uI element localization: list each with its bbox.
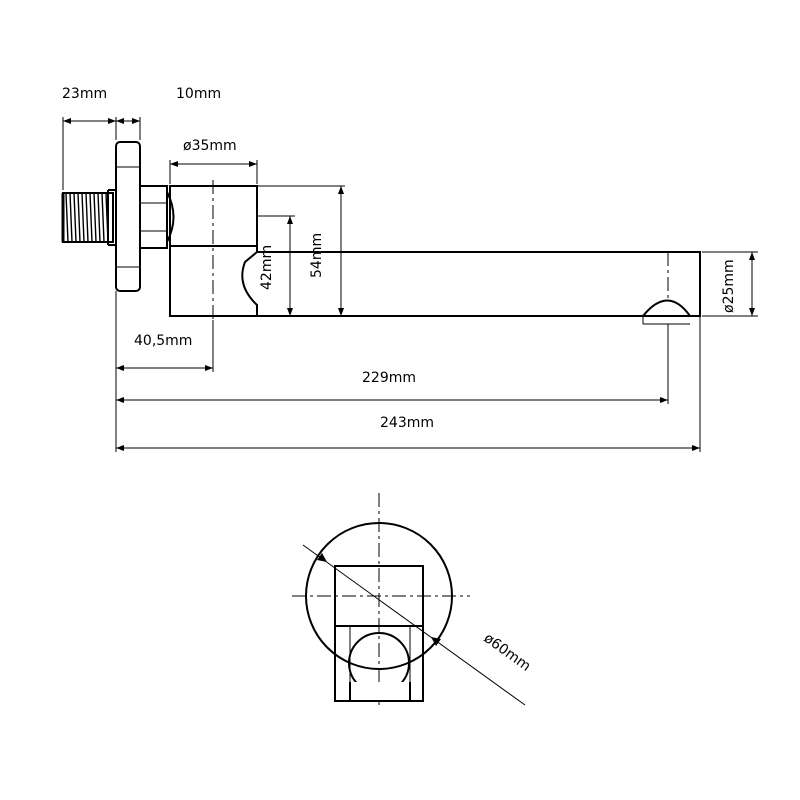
side-view: 23mm 10mm ø35mm 42mm 54mm	[61, 86, 758, 452]
body-height-label: 54mm	[309, 233, 325, 278]
spout-height-label: 42mm	[259, 245, 275, 290]
wall-flange	[115, 141, 141, 292]
flange-diameter-label: ø60mm	[481, 630, 534, 674]
dimension-body-offset	[115, 291, 214, 452]
body-offset-label: 40,5mm	[134, 333, 192, 349]
total-length-label: 243mm	[380, 415, 434, 431]
spout	[257, 251, 701, 325]
dimension-body-diameter	[169, 160, 258, 184]
dimension-spout-diameter	[702, 251, 758, 317]
spout-diameter-label: ø25mm	[721, 259, 737, 313]
front-view	[292, 493, 526, 706]
dimension-spout-reach	[116, 324, 669, 404]
flange-thickness-label: 10mm	[176, 86, 221, 102]
body-front	[334, 565, 424, 627]
body-diameter-label: ø35mm	[183, 138, 237, 154]
spout-reach-label: 229mm	[362, 370, 416, 386]
hex-nut	[139, 185, 175, 249]
dimension-heights	[257, 185, 345, 317]
thread-length-label: 23mm	[62, 86, 107, 102]
flange-outline	[305, 522, 453, 670]
dimension-total-length	[116, 316, 701, 452]
valve-body	[169, 180, 258, 320]
dimension-thread-flange	[62, 117, 141, 190]
threaded-connector	[61, 189, 116, 246]
